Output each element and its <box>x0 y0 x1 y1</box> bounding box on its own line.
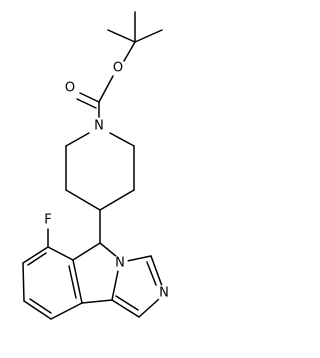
bond-benzene-inner-b <box>29 298 52 314</box>
bond-benzene-c1-c2 <box>47 246 74 261</box>
piperidine-ring <box>65 132 135 211</box>
imidazole-fused-nitrogen-label: N <box>115 256 125 271</box>
atom-label-imidazole-n-free: N <box>156 285 172 301</box>
atom-label-carbonyl-oxygen: O <box>62 80 78 96</box>
carbamate-group <box>76 75 114 118</box>
bond-c5-to-benzene <box>72 242 101 261</box>
carbonyl-oxygen-label: O <box>65 81 75 96</box>
piperidine-nitrogen-label: N <box>94 119 104 134</box>
bond-c9b-to-c9a <box>81 299 113 304</box>
atom-label-fluorine: F <box>40 212 56 228</box>
bond-ester-oxygen-to-carbonyl-carbon <box>98 75 114 103</box>
atom-label-piperidine-nitrogen: N <box>91 118 107 134</box>
bond-fused-nitrogen-to-c3 <box>126 255 152 262</box>
bond-benzene-c6-c1 <box>72 259 83 304</box>
five-membered-ring <box>72 242 119 304</box>
atom-label-imidazole-n-fused: N <box>112 255 128 271</box>
bond-piperidine-n-c2 <box>65 132 90 147</box>
chemical-structure-diagram: O O N F N N <box>22 11 172 320</box>
bond-piperidine-c4-c5 <box>99 189 135 211</box>
bond-carbonyl-double-b <box>76 98 97 109</box>
bond-c3-to-free-nitrogen <box>150 255 163 287</box>
bond-tbu-to-ester-oxygen <box>123 41 136 62</box>
bond-c3-free-nitrogen-inner <box>146 261 157 286</box>
bond-benzene-c5-c6 <box>50 302 83 320</box>
bond-benzene-inner-c <box>68 265 77 299</box>
tert-butyl-group <box>107 11 163 62</box>
bond-benzene-inner-a <box>27 252 47 266</box>
bond-benzene-c2-c3 <box>22 246 49 264</box>
ester-oxygen-label: O <box>113 61 123 76</box>
bond-tbu-methyl-right <box>134 29 163 43</box>
atom-label-ester-oxygen: O <box>110 60 126 76</box>
bond-carbonyl-double-a <box>79 92 100 103</box>
bond-tbu-methyl-left <box>107 29 136 43</box>
bond-benzene-c3-c4 <box>22 262 25 302</box>
bond-c1-c9b-inner <box>115 295 139 311</box>
bond-piperidine-c6-n <box>109 132 135 147</box>
benzene-ring <box>22 228 83 320</box>
imidazole-ring <box>111 255 163 318</box>
bond-free-nitrogen-to-c1 <box>138 298 160 318</box>
bond-c5-to-fused-nitrogen <box>99 242 118 258</box>
imidazole-free-nitrogen-label: N <box>159 286 169 301</box>
bond-c1-to-c9b <box>111 299 140 318</box>
bond-piperidine-c3-c4 <box>65 189 101 211</box>
fluorine-label: F <box>44 213 51 228</box>
bond-benzene-c4-c5 <box>23 300 52 320</box>
bond-fused-nitrogen-to-c9b <box>111 270 119 301</box>
